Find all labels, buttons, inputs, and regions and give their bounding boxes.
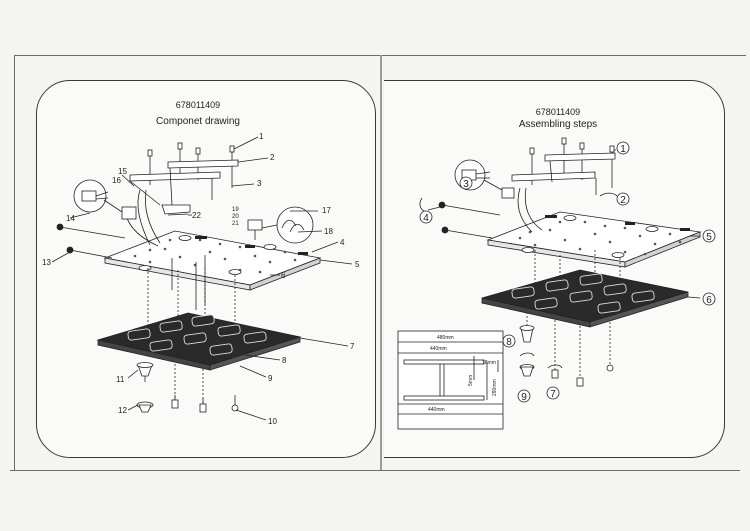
- right-light-frame: [481, 269, 689, 328]
- left-product-code: 678011409: [175, 100, 221, 110]
- step-9: 9: [521, 392, 527, 403]
- rotate-arrow-7: [547, 364, 563, 369]
- step-5: 5: [706, 232, 712, 243]
- step-3: 3: [463, 179, 469, 190]
- left-terminal-strips: [195, 236, 308, 255]
- left-light-frame: [96, 312, 302, 371]
- callout-21: 21: [232, 221, 239, 227]
- step-1: 1: [620, 144, 626, 155]
- callout-9: 9: [268, 374, 273, 383]
- right-bottom-screws: [551, 364, 614, 387]
- callout-12: 12: [118, 406, 127, 415]
- step-4: 4: [423, 213, 429, 224]
- left-rule: [14, 55, 15, 470]
- callout-11: 11: [116, 375, 125, 384]
- right-canopy-plate: [486, 211, 702, 268]
- dimension-drawing: [397, 330, 504, 430]
- left-terminal-box: [121, 206, 137, 220]
- dim-right-gap: 18mm: [482, 360, 496, 366]
- left-bottom-screws: [171, 395, 239, 413]
- callout-1: 1: [259, 132, 264, 141]
- right-plate-holes: [518, 220, 682, 256]
- step-circles: [419, 141, 716, 403]
- callout-17: 17: [322, 206, 331, 215]
- callout-10: 10: [268, 417, 277, 426]
- callout-8: 8: [282, 356, 287, 365]
- right-ceiling-rods: [529, 137, 615, 188]
- callout-19: 19: [232, 207, 239, 213]
- rotate-arrow-9: [519, 352, 535, 357]
- right-panel-title: Assembling steps: [518, 119, 598, 130]
- right-terminal-box: [501, 187, 515, 199]
- dim-inner-top: 440mm: [430, 346, 447, 352]
- bottom-rule: [10, 470, 740, 471]
- left-spot-11: [136, 362, 154, 382]
- left-mounting-bars: [129, 159, 239, 206]
- callout-3: 3: [257, 179, 262, 188]
- step-6: 6: [706, 295, 712, 306]
- left-bracket-16: [161, 204, 191, 215]
- right-mounting-bars: [511, 152, 616, 195]
- callout-16: 16: [112, 176, 121, 185]
- callout-14: 14: [66, 214, 75, 223]
- rotate-arrow-2: [599, 192, 619, 198]
- callout-15: 15: [118, 167, 127, 176]
- left-spot-12: [136, 401, 154, 413]
- right-product-code: 678011409: [535, 107, 581, 117]
- left-part-19: [247, 219, 263, 231]
- step-2: 2: [620, 195, 626, 206]
- dim-height: 290mm: [492, 379, 498, 396]
- left-callout-numbers: 1 2 3 4 5 6 7 8 9 10 11 12 13 14 15 16 1…: [42, 132, 360, 426]
- step-8: 8: [506, 337, 512, 348]
- right-leaders: [427, 149, 701, 299]
- page-fold: [380, 55, 382, 470]
- dim-top-width: 480mm: [437, 335, 454, 341]
- dimension-labels: 480mm 440mm 440mm 18mm 5mm 290mm: [428, 335, 498, 413]
- left-side-screws: [56, 223, 126, 259]
- callout-5: 5: [355, 260, 360, 269]
- left-long-rods: [171, 255, 206, 310]
- callout-6: 6: [281, 271, 286, 280]
- left-panel-title: Componet drawing: [156, 116, 240, 127]
- right-spot: [519, 325, 535, 377]
- right-plate-ovals: [521, 215, 659, 258]
- callout-22: 22: [192, 211, 201, 220]
- right-step-numbers: 1 2 3 4 5 6 7 8 9: [423, 144, 712, 403]
- dim-small-gap: 5mm: [468, 375, 474, 386]
- callout-7: 7: [350, 342, 355, 351]
- left-leaders: [51, 136, 353, 421]
- rotate-arrow-4: [419, 197, 427, 213]
- callout-13: 13: [42, 258, 51, 267]
- callout-2: 2: [270, 153, 275, 162]
- step-7: 7: [550, 389, 556, 400]
- dim-inner-bottom: 440mm: [428, 407, 445, 413]
- callout-4: 4: [340, 238, 345, 247]
- right-terminal-strips: [545, 215, 690, 231]
- callout-20: 20: [232, 214, 239, 220]
- callout-18: 18: [324, 227, 333, 236]
